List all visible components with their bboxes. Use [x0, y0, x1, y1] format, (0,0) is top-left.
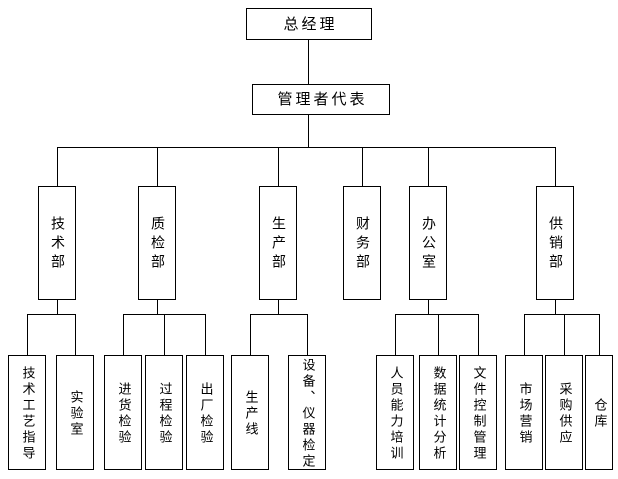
node-data-statistics[interactable]: 数据统计分析 [419, 355, 457, 470]
connector-drop-supply-dept [555, 147, 556, 186]
node-document-control[interactable]: 文件控制管理 [459, 355, 497, 470]
node-supply-dept[interactable]: 供销部 [536, 186, 574, 300]
node-equipment-calibration-label: 设备、仪器检定 [299, 357, 315, 470]
connector-drop-office-dept [428, 147, 429, 186]
connector-drop-laboratory [75, 314, 76, 355]
node-outgoing-inspection-label: 出厂检验 [197, 381, 213, 446]
connector-department-bus [57, 147, 556, 148]
node-finance-dept-label: 财务部 [354, 216, 370, 273]
connector-drop-production-line [250, 314, 251, 355]
connector-drop-finance-dept [362, 147, 363, 186]
node-tech-process-guidance[interactable]: 技术工艺指导 [8, 355, 46, 470]
connector-drop-qc-dept [157, 147, 158, 186]
node-laboratory-label: 实验室 [67, 389, 83, 438]
connector-drop-incoming-inspection [123, 314, 124, 355]
node-general-manager[interactable]: 总经理 [246, 8, 372, 40]
connector-drop-warehouse [599, 314, 600, 355]
node-production-dept-label: 生产部 [270, 216, 286, 273]
connector-supply-dept-stem [555, 300, 556, 314]
connector-drop-outgoing-inspection [205, 314, 206, 355]
node-general-manager-label: 总经理 [283, 14, 338, 33]
connector-drop-marketing [524, 314, 525, 355]
node-purchasing-supply-label: 采购供应 [556, 381, 572, 446]
node-tech-dept[interactable]: 技术部 [38, 186, 76, 300]
connector-office-dept-bus [395, 314, 478, 315]
node-office-dept[interactable]: 办公室 [409, 186, 447, 300]
node-finance-dept[interactable]: 财务部 [343, 186, 381, 300]
node-tech-process-guidance-label: 技术工艺指导 [19, 365, 35, 462]
node-purchasing-supply[interactable]: 采购供应 [545, 355, 583, 470]
node-incoming-inspection-label: 进货检验 [115, 381, 131, 446]
node-laboratory[interactable]: 实验室 [56, 355, 94, 470]
node-production-dept[interactable]: 生产部 [259, 186, 297, 300]
connector-supply-dept-bus [524, 314, 599, 315]
connector-drop-data-statistics [438, 314, 439, 355]
connector-drop-purchasing-supply [564, 314, 565, 355]
connector-drop-tech-dept [57, 147, 58, 186]
connector-mgmt-to-bus [308, 115, 309, 147]
node-production-line[interactable]: 生产线 [231, 355, 269, 470]
connector-production-dept-stem [278, 300, 279, 314]
connector-drop-production-dept [278, 147, 279, 186]
node-personnel-training-label: 人员能力培训 [387, 365, 403, 462]
node-outgoing-inspection[interactable]: 出厂检验 [186, 355, 224, 470]
node-production-line-label: 生产线 [242, 389, 258, 438]
node-office-dept-label: 办公室 [420, 216, 436, 273]
node-data-statistics-label: 数据统计分析 [430, 365, 446, 462]
connector-drop-process-inspection [164, 314, 165, 355]
connector-production-dept-bus [250, 314, 307, 315]
node-equipment-calibration[interactable]: 设备、仪器检定 [288, 355, 326, 470]
node-management-representative[interactable]: 管理者代表 [252, 84, 390, 115]
node-qc-dept[interactable]: 质检部 [138, 186, 176, 300]
connector-drop-tech-process-guidance [27, 314, 28, 355]
node-supply-dept-label: 供销部 [547, 216, 563, 273]
node-qc-dept-label: 质检部 [149, 216, 165, 273]
node-document-control-label: 文件控制管理 [470, 365, 486, 462]
node-marketing[interactable]: 市场营销 [505, 355, 543, 470]
connector-drop-personnel-training [395, 314, 396, 355]
connector-qc-dept-stem [157, 300, 158, 314]
node-marketing-label: 市场营销 [516, 381, 532, 446]
node-management-representative-label: 管理者代表 [277, 90, 368, 108]
node-incoming-inspection[interactable]: 进货检验 [104, 355, 142, 470]
node-process-inspection[interactable]: 过程检验 [145, 355, 183, 470]
node-tech-dept-label: 技术部 [49, 216, 65, 273]
connector-gm-to-mgmt [308, 40, 309, 84]
node-process-inspection-label: 过程检验 [156, 381, 172, 446]
node-warehouse[interactable]: 仓库 [585, 355, 613, 470]
connector-drop-document-control [478, 314, 479, 355]
connector-drop-equipment-calibration [307, 314, 308, 355]
connector-tech-dept-bus [27, 314, 75, 315]
node-personnel-training[interactable]: 人员能力培训 [376, 355, 414, 470]
node-warehouse-label: 仓库 [591, 397, 607, 430]
connector-office-dept-stem [428, 300, 429, 314]
connector-tech-dept-stem [57, 300, 58, 314]
